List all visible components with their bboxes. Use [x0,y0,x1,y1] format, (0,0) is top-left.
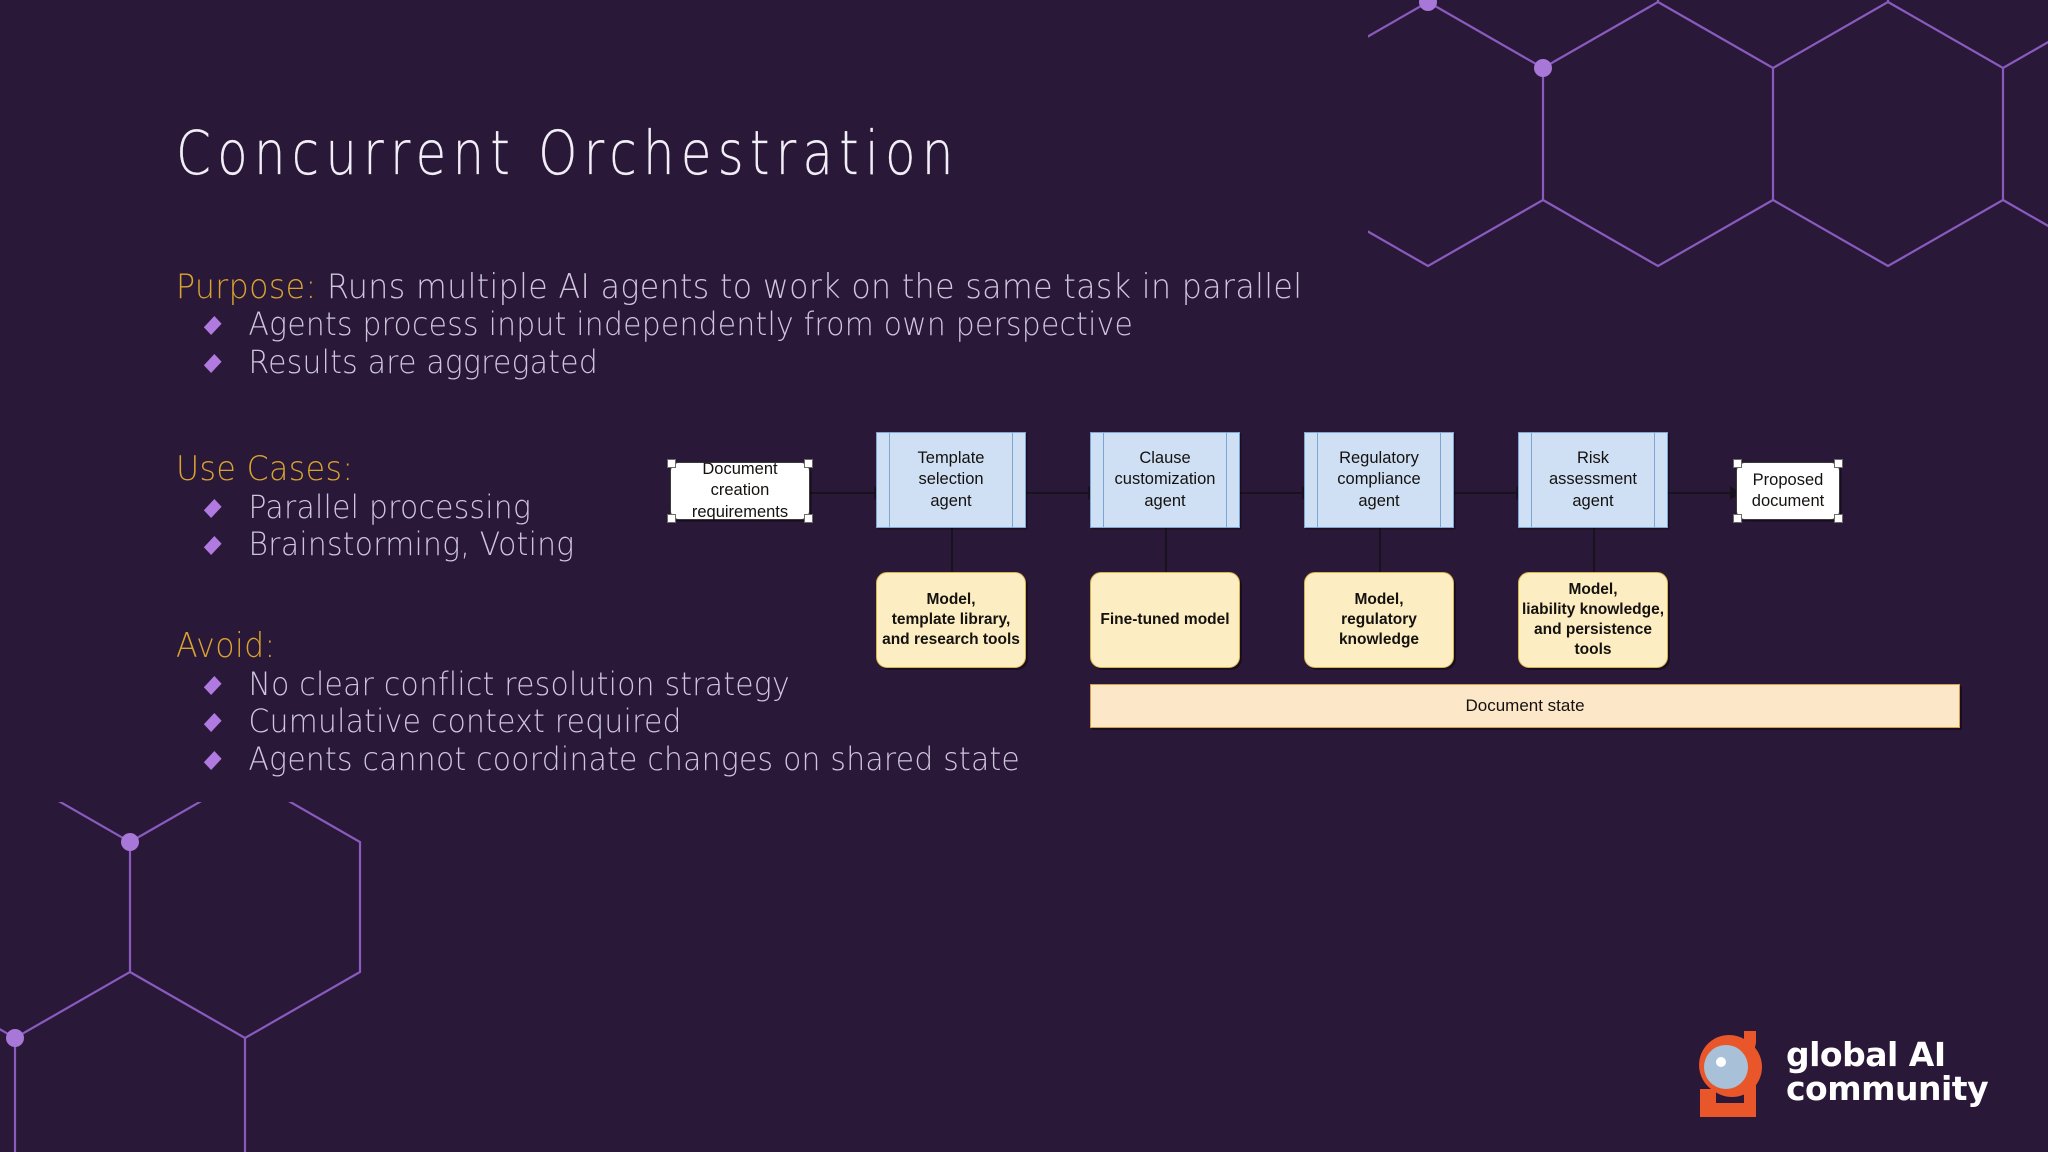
node-label: Document state [1465,695,1585,715]
list-item: Brainstorming, Voting [176,526,1497,563]
hexagon-node-dot [6,1029,24,1047]
connector-agent4-to-end [1668,492,1734,494]
logo-line-2: community [1786,1069,1989,1108]
hexagon-node-dot [1419,0,1437,11]
node-resource-liability-persistence[interactable]: Model,liability knowledge,and persistenc… [1518,572,1668,668]
resize-handle-icon [667,459,676,468]
resize-handle-icon [1834,514,1843,523]
hexagon-node-dot [1534,59,1552,77]
list-item-label: Brainstorming, Voting [248,525,575,564]
arrowhead-icon [1730,486,1741,500]
node-label: Model,template library,and research tool… [882,590,1020,649]
use-cases-label: Use Cases: [176,448,354,489]
content-column: Purpose: Runs multiple AI agents to work… [176,268,1596,778]
avoid-bullet-list: No clear conflict resolution strategy Cu… [176,664,1596,778]
purpose-line: Purpose: Runs multiple AI agents to work… [176,268,1497,306]
connector-agent3-to-agent4 [1454,492,1520,494]
node-label: Model,regulatory knowledge [1338,590,1420,649]
list-item: No clear conflict resolution strategy [176,664,1497,703]
node-label: Fine-tuned model [1100,610,1230,628]
node-label: Proposed document [1751,470,1825,510]
list-item: Cumulative context required [176,703,1497,740]
list-item-label: Cumulative context required [248,702,682,741]
logo-wordmark: global AI community [1786,1034,1989,1108]
list-item-label: Parallel processing [248,487,532,526]
list-item: Results are aggregated [176,342,1497,381]
node-document-state-bar[interactable]: Document state [1090,684,1960,728]
resize-handle-icon [804,459,813,468]
node-regulatory-compliance-agent[interactable]: Regulatory compliance agent [1304,432,1454,528]
connector-agent4-to-resource4 [1593,528,1595,572]
connector-agent1-to-resource1 [951,528,953,572]
node-resource-regulatory-knowledge[interactable]: Model,regulatory knowledge [1304,572,1454,668]
diamond-bullet-icon [203,750,222,770]
node-label: Regulatory compliance agent [1337,448,1421,510]
resize-handle-icon [667,514,676,523]
node-risk-assessment-agent[interactable]: Risk assessment agent [1518,432,1668,528]
slide-title: Concurrent Orchestration [176,118,960,189]
node-label: Document creation requirements [691,459,789,521]
connector-agent1-to-agent2 [1026,492,1092,494]
node-label: Risk assessment agent [1548,448,1638,510]
resize-handle-icon [804,514,813,523]
resize-handle-icon [1834,459,1843,468]
list-item-label: No clear conflict resolution strategy [248,664,790,703]
node-resource-template-tools[interactable]: Model,template library,and research tool… [876,572,1026,668]
orchestration-flow-diagram: Document creation requirements Template … [608,432,2028,742]
list-item-label: Agents process input independently from … [248,305,1134,344]
connector-agent2-to-resource2 [1165,528,1167,572]
node-template-selection-agent[interactable]: Template selection agent [876,432,1026,528]
node-label: Template selection agent [917,448,985,510]
use-cases-bullet-list: Parallel processing Brainstorming, Votin… [176,487,1596,564]
connector-agent3-to-resource3 [1379,528,1381,572]
list-item: Agents process input independently from … [176,305,1497,344]
hexagon-node-dot [121,833,139,851]
globe-g-icon [1699,1031,1762,1117]
global-ai-community-logo: global AI community [1686,1024,2006,1120]
node-document-creation-requirements[interactable]: Document creation requirements [667,459,813,523]
diamond-bullet-icon [203,675,222,695]
diamond-bullet-icon [203,713,222,733]
connector-agent2-to-agent3 [1240,492,1306,494]
purpose-description: Runs multiple AI agents to work on the s… [326,267,1303,307]
purpose-bullet-list: Agents process input independently from … [176,305,1596,381]
diamond-bullet-icon [203,316,222,336]
hexagon-decoration-bottom-left [0,802,362,1152]
diamond-bullet-icon [203,353,222,373]
resize-handle-icon [1733,514,1742,523]
list-item: Agents cannot coordinate changes on shar… [176,739,1497,778]
connector-start-to-agent1 [808,492,878,494]
diamond-bullet-icon [203,536,222,556]
diamond-bullet-icon [203,498,222,518]
hexagon-decoration-top-right [1368,0,2048,268]
resize-handle-icon [1733,459,1742,468]
logo-line-1: global AI [1786,1034,1946,1074]
list-item: Parallel processing [176,487,1497,526]
node-resource-fine-tuned-model[interactable]: Fine-tuned model [1090,572,1240,668]
list-item-label: Agents cannot coordinate changes on shar… [248,739,1021,778]
node-label: Clause customization agent [1114,448,1216,510]
avoid-label: Avoid: [176,625,276,666]
node-proposed-document[interactable]: Proposed document [1733,459,1843,523]
purpose-label: Purpose: [176,267,317,307]
node-label: Model,liability knowledge,and persistenc… [1521,580,1665,659]
node-clause-customization-agent[interactable]: Clause customization agent [1090,432,1240,528]
list-item-label: Results are aggregated [248,342,599,381]
